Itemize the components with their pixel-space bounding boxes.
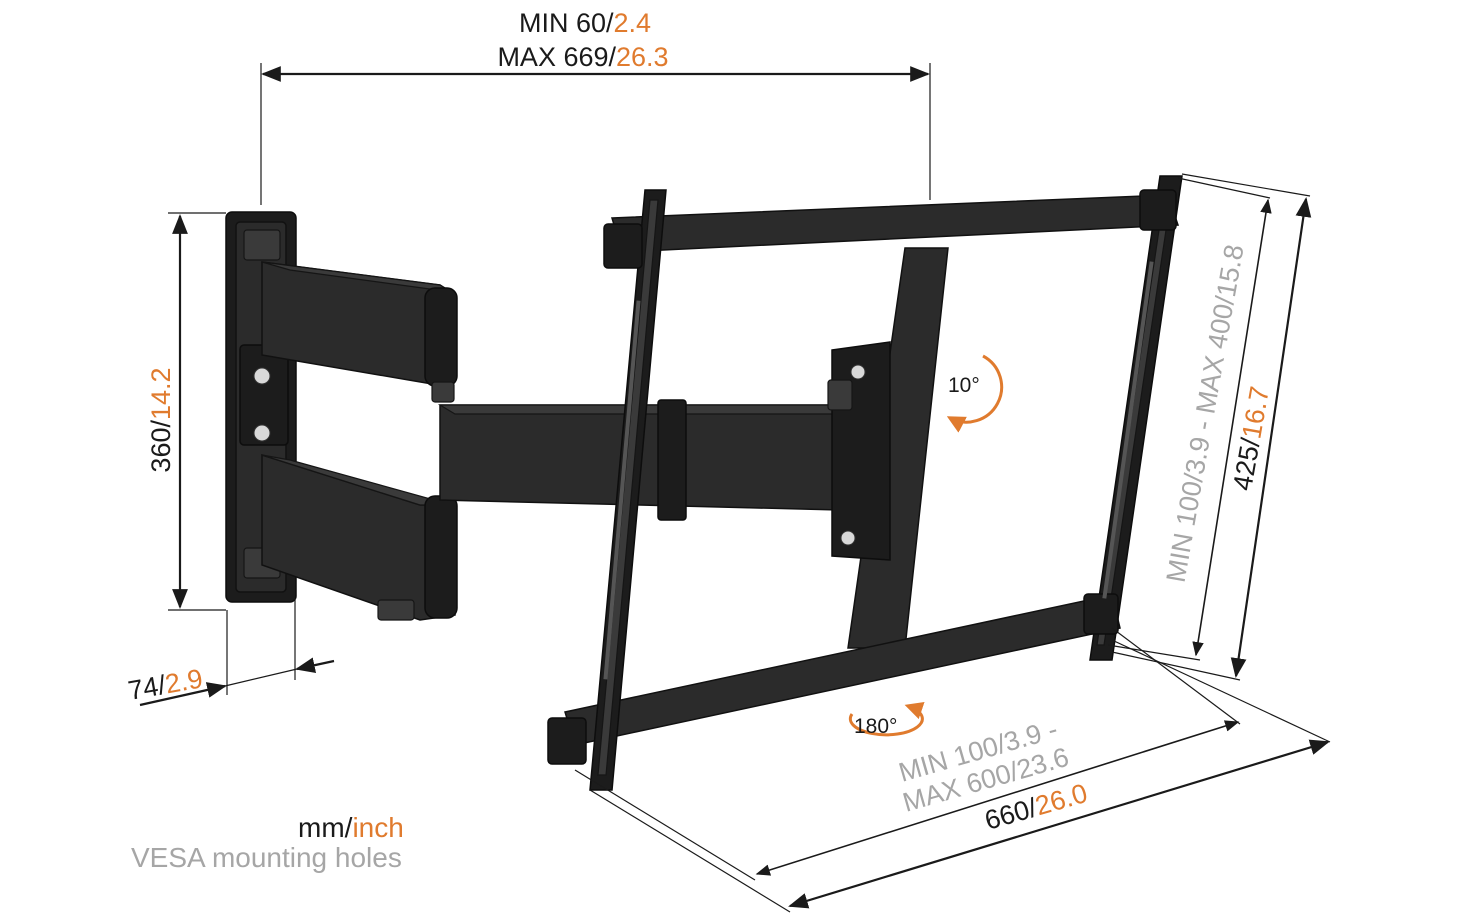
- tilt-indicator: 10°: [946, 354, 1004, 433]
- arm-max-label: MAX 669/26.3: [497, 42, 668, 72]
- arm-min-label: MIN 60/2.4: [519, 8, 651, 38]
- lower-arm: [261, 453, 458, 621]
- tilt-head-upper-screw: [850, 364, 866, 380]
- tilt-arrow-icon: [946, 354, 1004, 433]
- tilt-label: 10°: [948, 374, 980, 397]
- wallplate-depth-label: 74/2.9: [126, 663, 205, 706]
- wallplate-height-dimension: 360/14.2: [146, 212, 226, 611]
- tilt-head-lower-screw: [840, 530, 856, 546]
- vesa-vertical-label: MIN 100/3.9 - MAX 400/15.8: [1161, 242, 1250, 584]
- swivel-label: 180°: [854, 715, 897, 738]
- upper-arm: [261, 261, 458, 403]
- wallplate-depth-dimension: 74/2.9: [126, 598, 335, 707]
- frame-height-label: 425/16.7: [1227, 384, 1275, 493]
- extension-arm: [437, 399, 861, 521]
- wall-plate-upper-screw: [253, 367, 271, 385]
- arm-length-dimension: MIN 60/2.4 MAX 669/26.3: [260, 8, 931, 205]
- tv-frame: [547, 175, 1183, 791]
- frame-width-dimension: MIN 100/3.9 - MAX 600/23.6 660/26.0: [574, 627, 1331, 913]
- wallplate-height-label: 360/14.2: [146, 367, 176, 472]
- wall-plate-lower-screw: [253, 424, 271, 442]
- swivel-arrow-icon: [848, 702, 925, 737]
- tilt-head: [827, 247, 949, 649]
- swivel-indicator: 180°: [848, 702, 925, 738]
